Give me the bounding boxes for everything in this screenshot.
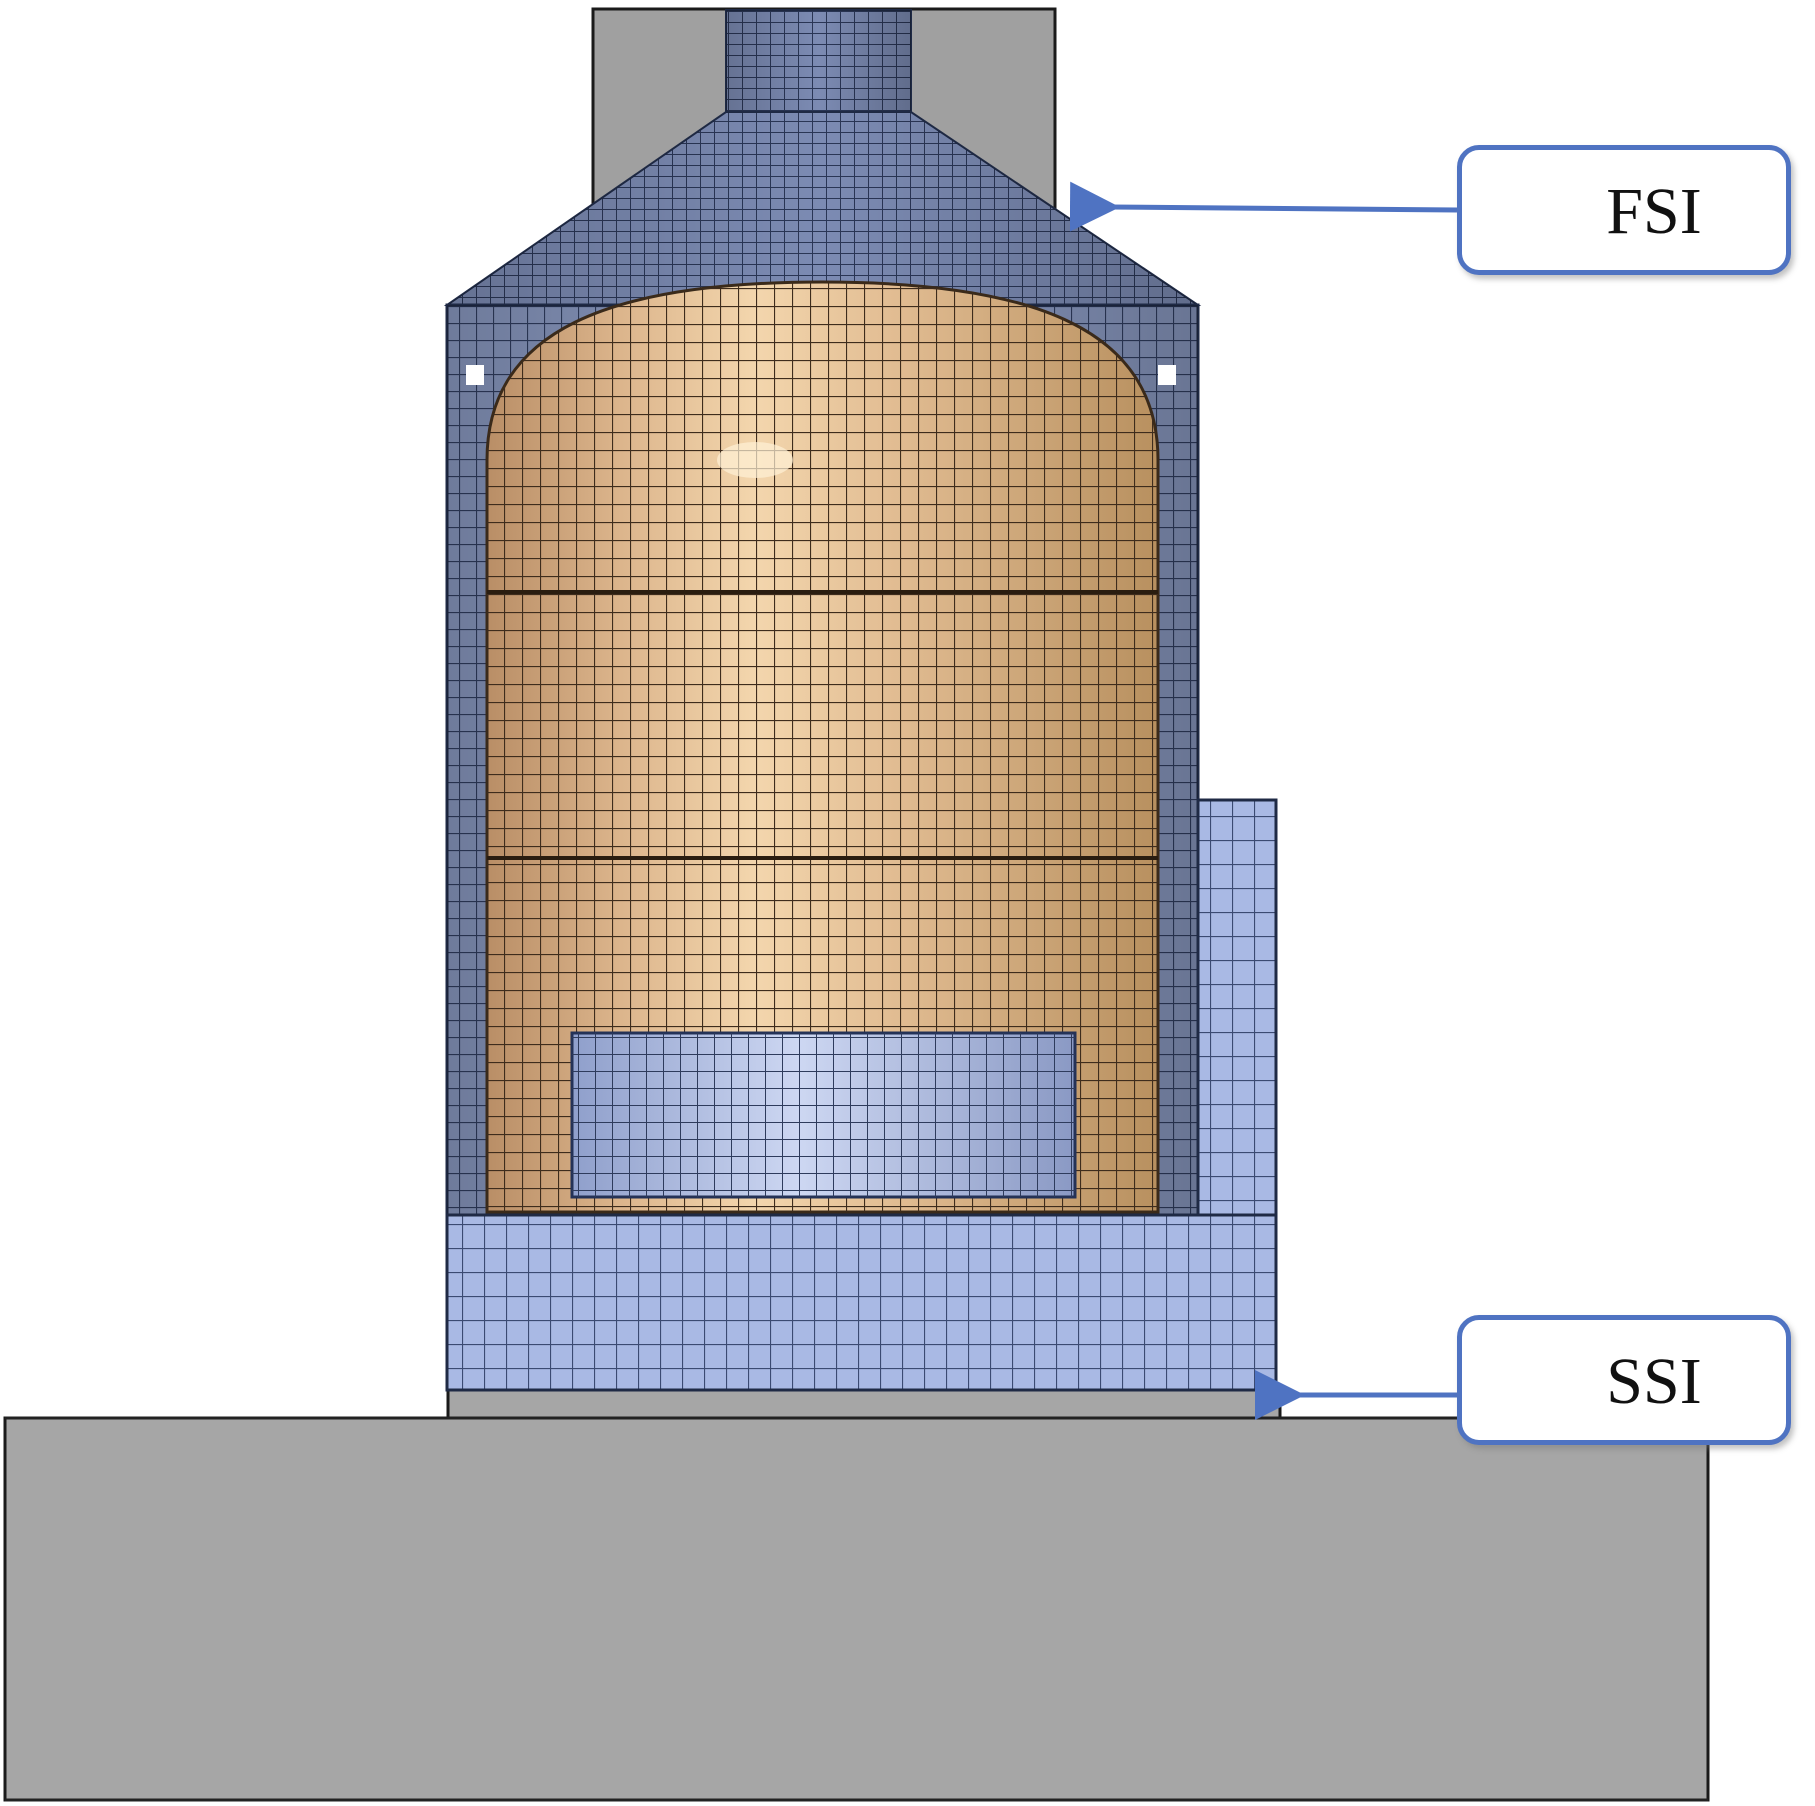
vessel-highlight [717,442,793,478]
right-void [1158,365,1176,385]
fsi-arrow [1069,181,1458,232]
fsi-callout: FSI [1457,145,1791,275]
fsi-label: FSI [1606,175,1702,248]
ssi-callout: SSI [1457,1315,1791,1445]
soil-domain [3,1388,1710,1802]
left-void [466,365,484,385]
basemat-mesh [445,1213,1278,1392]
ssi-label: SSI [1606,1345,1702,1418]
